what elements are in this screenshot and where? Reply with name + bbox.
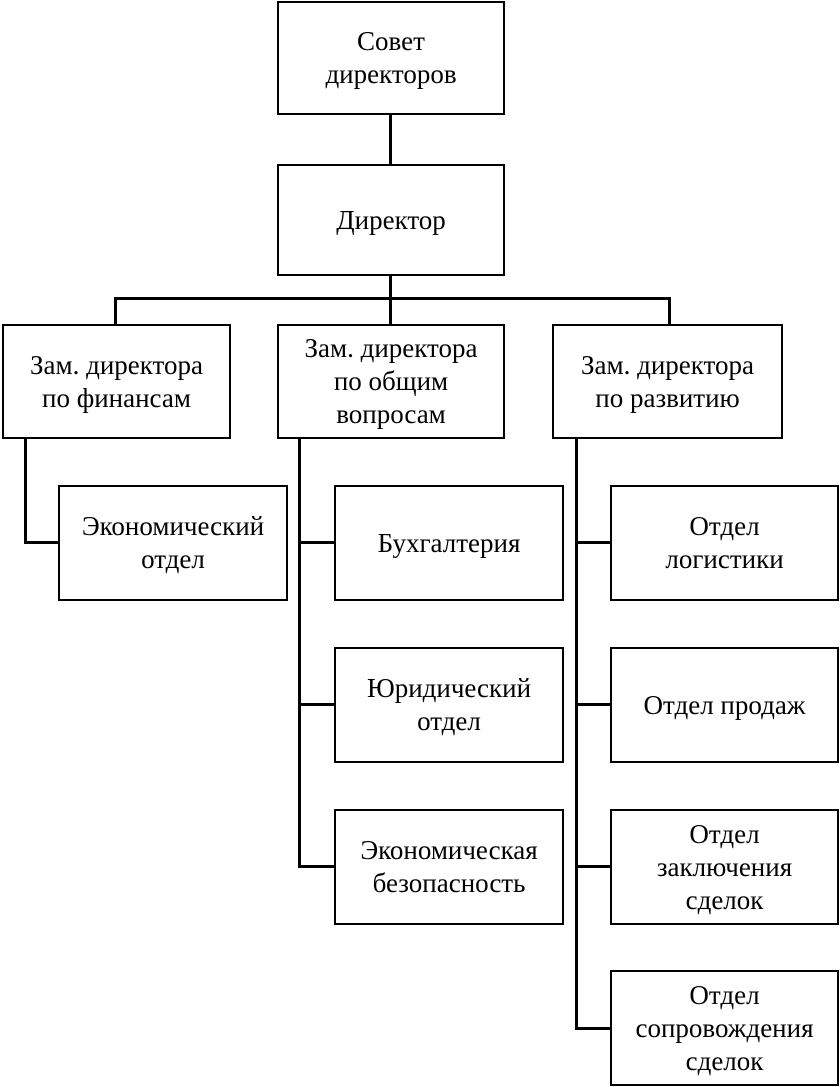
box-deputy-development: Зам. директора по развитию <box>552 324 783 439</box>
accounting-label: Бухгалтерия <box>377 527 521 558</box>
connector-finance-economic <box>24 541 59 544</box>
box-economic-security: Экономическая безопасность <box>334 809 564 925</box>
connector-bus-development <box>668 297 671 325</box>
box-deputy-finance: Зам. директора по финансам <box>2 324 231 439</box>
deputy-general-label: Зам. директора по общим вопросам <box>304 333 478 429</box>
economic-dept-label: Экономический отдел <box>81 511 265 574</box>
box-accounting: Бухгалтерия <box>334 485 564 601</box>
box-deals-conclusion-dept: Отдел заключения сделок <box>610 809 839 925</box>
connector-bus-general <box>389 297 392 325</box>
legal-dept-label: Юридический отдел <box>366 673 532 736</box>
connector-bus-finance <box>114 297 117 325</box>
box-board-of-directors: Совет директоров <box>277 1 505 115</box>
connector-general-spine <box>298 438 301 868</box>
sales-dept-label: Отдел продаж <box>643 689 806 720</box>
logistics-dept-label: Отдел логистики <box>665 511 784 574</box>
connector-general-security <box>298 865 335 868</box>
director-label: Директор <box>336 204 446 235</box>
deputy-development-label: Зам. директора по развитию <box>581 349 754 413</box>
connector-director-bus <box>389 275 392 299</box>
connector-development-sales <box>575 703 612 706</box>
box-legal-dept: Юридический отдел <box>334 647 564 763</box>
connector-development-logistics <box>575 541 612 544</box>
deputy-finance-label: Зам. директора по финансам <box>30 349 203 413</box>
box-deputy-general: Зам. директора по общим вопросам <box>277 324 505 439</box>
connector-general-legal <box>298 703 335 706</box>
connector-general-accounting <box>298 541 335 544</box>
connector-finance-spine <box>24 438 27 544</box>
box-director: Директор <box>277 164 505 276</box>
deals-support-dept-label: Отдел сопровождения сделок <box>635 979 814 1076</box>
board-of-directors-label: Совет директоров <box>325 26 457 89</box>
economic-security-label: Экономическая безопасность <box>360 835 538 898</box>
connector-horizontal-bus <box>114 297 671 300</box>
deals-conclusion-dept-label: Отдел заключения сделок <box>656 818 793 915</box>
connector-board-director <box>389 114 392 165</box>
box-sales-dept: Отдел продаж <box>610 647 839 763</box>
box-deals-support-dept: Отдел сопровождения сделок <box>610 970 839 1086</box>
connector-development-conclusion <box>575 865 612 868</box>
connector-development-support <box>575 1027 612 1030</box>
box-economic-dept: Экономический отдел <box>58 485 288 601</box>
box-logistics-dept: Отдел логистики <box>610 485 839 601</box>
connector-development-spine <box>575 438 578 1030</box>
